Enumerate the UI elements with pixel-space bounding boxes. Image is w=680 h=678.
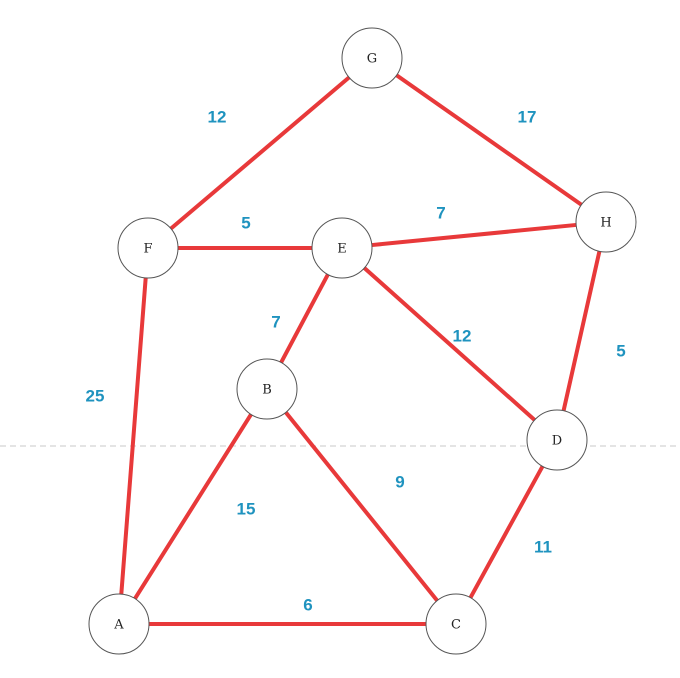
nodes-layer: A B C D E F G H [88, 27, 637, 655]
node-circle-h [575, 191, 637, 253]
edges-layer [119, 73, 602, 626]
edge-b-a [132, 412, 254, 601]
node-circle-e [311, 217, 373, 279]
edge-weight-b-c: 9 [395, 473, 404, 492]
edge-weight-f-e: 5 [241, 214, 250, 233]
node-label-h: H [600, 216, 611, 231]
edge-weight-e-h: 7 [436, 204, 445, 223]
node-circle-b [236, 358, 298, 420]
node-circle-a [88, 593, 150, 655]
node-label-f: F [143, 242, 152, 257]
node-e: E [311, 217, 373, 279]
edge-weight-g-h: 17 [518, 108, 537, 127]
edge-weight-e-b: 7 [271, 313, 280, 332]
edge-h-d [561, 249, 602, 413]
edge-f-a [119, 275, 148, 597]
node-label-g: G [367, 52, 377, 67]
node-a: A [88, 593, 150, 655]
edge-weight-a-c: 6 [303, 596, 312, 615]
node-label-e: E [337, 242, 347, 257]
node-circle-c [425, 593, 487, 655]
edge-d-c [468, 464, 545, 600]
node-label-d: D [552, 434, 562, 449]
edge-b-c [283, 410, 440, 603]
node-label-a: A [113, 618, 124, 633]
node-label-c: C [451, 618, 461, 633]
node-d: D [526, 409, 588, 471]
edge-weight-f-a: 25 [86, 387, 105, 406]
edge-g-h [394, 73, 584, 207]
node-h: H [575, 191, 637, 253]
node-f: F [117, 217, 179, 279]
node-circle-f [117, 217, 179, 279]
node-circle-g [341, 27, 403, 89]
edge-weight-e-d: 12 [453, 327, 472, 346]
edge-weight-d-c: 11 [534, 538, 552, 557]
edge-g-f [168, 75, 352, 231]
edge-weight-h-d: 5 [616, 342, 625, 361]
node-label-b: B [262, 383, 272, 398]
weights-layer: 12 17 5 7 7 12 5 25 15 9 11 6 [86, 108, 626, 615]
node-b: B [236, 358, 298, 420]
node-circle-d [526, 409, 588, 471]
edge-e-d [362, 265, 537, 423]
edge-weight-b-a: 15 [237, 500, 256, 519]
node-g: G [341, 27, 403, 89]
edge-e-b [279, 272, 330, 365]
edge-e-h [369, 222, 579, 248]
edge-weight-g-f: 12 [208, 108, 227, 127]
node-c: C [425, 593, 487, 655]
